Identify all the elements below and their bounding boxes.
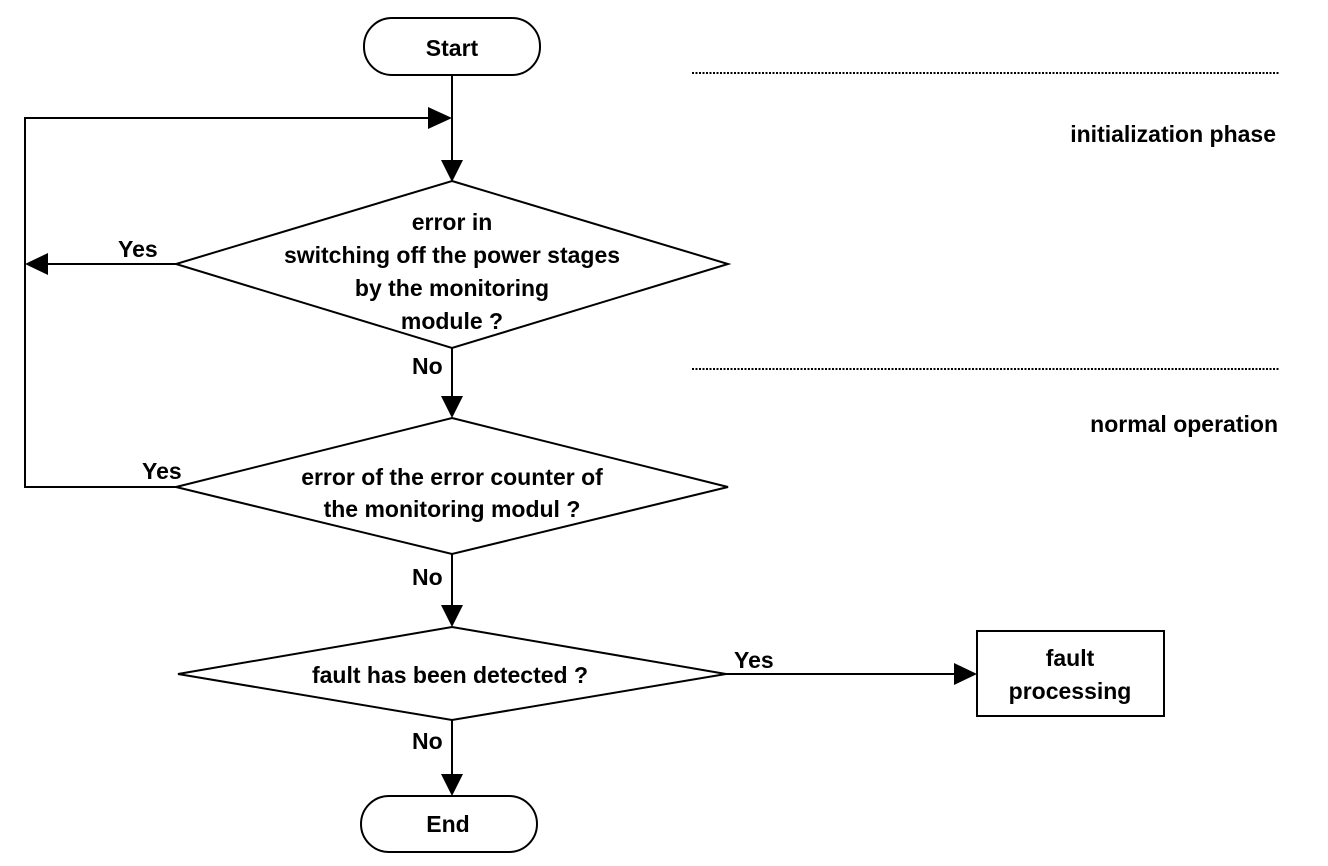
- arrow-head-error-counter-yes-loop: [428, 107, 452, 129]
- decision-fault-detected-line-1: fault has been detected ?: [312, 662, 588, 688]
- decision-error-counter-line-2: the monitoring modul ?: [324, 496, 581, 522]
- end-terminal-label: End: [426, 811, 469, 837]
- phase-label-normal-operation: normal operation: [1090, 411, 1278, 437]
- fault-processing-box: fault processing: [976, 630, 1165, 717]
- fault-processing-line-2: processing: [1009, 678, 1132, 704]
- arrow-head-error-counter-no: [441, 605, 463, 627]
- decision-error-counter-line-1: error of the error counter of: [301, 464, 603, 490]
- arrow-head-fault-no: [441, 774, 463, 796]
- connectors: [24, 75, 977, 796]
- decision-error-counter: error of the error counter of the monito…: [175, 416, 729, 556]
- end-terminal: End: [360, 795, 538, 853]
- edge-label-fault-yes: Yes: [734, 647, 774, 673]
- phase-label-initialization: initialization phase: [1070, 121, 1276, 147]
- decision-power-stages-line-1: error in: [412, 209, 493, 235]
- fault-processing-line-1: fault: [1046, 645, 1095, 671]
- decision-power-stages-line-2: switching off the power stages: [284, 242, 620, 268]
- edge-label-error-counter-yes: Yes: [142, 458, 182, 484]
- edge-label-power-stages-no: No: [412, 353, 443, 379]
- connector-error-counter-yes-loop: [24, 117, 430, 488]
- edge-label-power-stages-yes: Yes: [118, 236, 158, 262]
- arrow-head-start-to-power-stages: [441, 160, 463, 182]
- edge-label-fault-no: No: [412, 728, 443, 754]
- arrow-head-power-stages-yes: [25, 253, 48, 275]
- decision-fault-detected: fault has been detected ?: [177, 625, 727, 722]
- arrow-head-fault-yes: [954, 663, 977, 685]
- start-terminal: Start: [363, 17, 541, 76]
- decision-power-stages: error in switching off the power stages …: [172, 179, 732, 350]
- edge-label-error-counter-no: No: [412, 564, 443, 590]
- decision-power-stages-line-4: module ?: [401, 308, 503, 334]
- start-terminal-label: Start: [426, 35, 479, 61]
- decision-power-stages-line-3: by the monitoring: [355, 275, 549, 301]
- arrow-head-power-stages-no: [441, 396, 463, 418]
